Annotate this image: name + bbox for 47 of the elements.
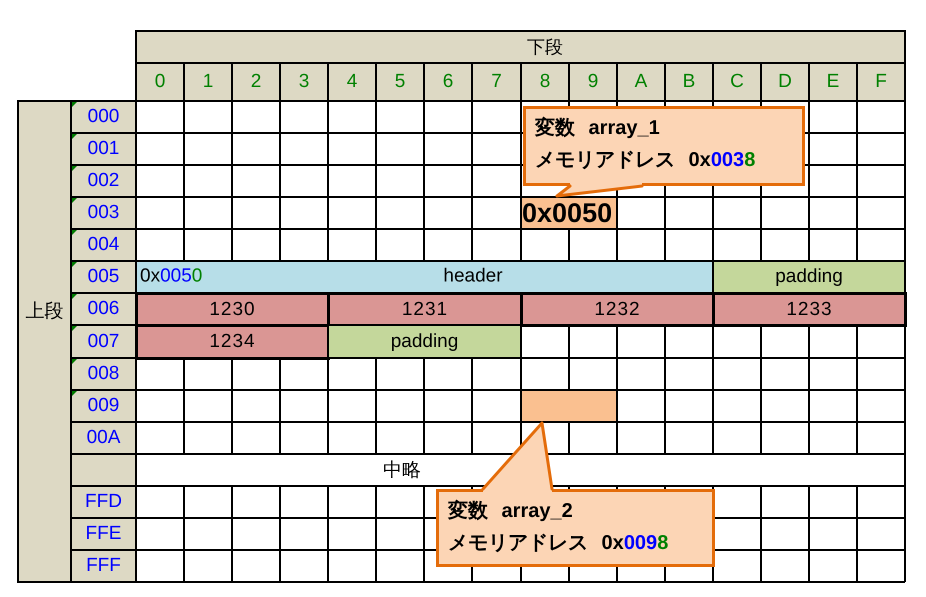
callout-text: 変数 array_2	[448, 499, 573, 523]
row-header: 005	[70, 260, 137, 294]
padding-block: padding	[712, 260, 906, 294]
row-header: 008	[70, 357, 137, 391]
address-text: 0x0050	[140, 266, 202, 288]
row-group-header: 上段	[17, 100, 72, 583]
column-header: 1	[183, 62, 233, 102]
column-header: 4	[327, 62, 377, 102]
column-header: 3	[279, 62, 329, 102]
row-header: 007	[70, 324, 137, 359]
row-header: FFF	[70, 549, 137, 583]
row-header: 001	[70, 132, 137, 166]
array-element-block: 1231	[327, 292, 523, 327]
column-header: 5	[375, 62, 425, 102]
column-header: E	[808, 62, 858, 102]
highlighted-cell: 0x0050	[520, 196, 618, 230]
column-header: D	[760, 62, 810, 102]
header-block	[135, 260, 714, 294]
array-element-block: 1230	[135, 292, 330, 327]
padding-block: padding	[327, 324, 522, 359]
column-header: C	[712, 62, 762, 102]
column-header: A	[616, 62, 666, 102]
column-header: 2	[231, 62, 281, 102]
row-header: 006	[70, 292, 137, 326]
column-header: 8	[520, 62, 570, 102]
field-label: header	[443, 266, 503, 288]
row-header: 000	[70, 100, 137, 134]
row-header: 009	[70, 389, 137, 423]
column-group-header: 下段	[135, 30, 906, 64]
row-header: 002	[70, 164, 137, 198]
column-header: 0	[135, 62, 185, 102]
callout-text: メモリアドレス 0x0038	[535, 148, 756, 172]
highlighted-cell	[520, 389, 618, 423]
array-element-block: 1234	[135, 324, 330, 360]
row-header: 004	[70, 228, 137, 262]
column-header: F	[856, 62, 906, 102]
callout-text: 変数 array_1	[535, 116, 660, 140]
column-header: 6	[423, 62, 473, 102]
row-header: FFE	[70, 517, 137, 551]
callout-text: メモリアドレス 0x0098	[448, 531, 668, 555]
column-header: 7	[471, 62, 522, 102]
array-element-block: 1232	[520, 292, 715, 327]
row-header: 00A	[70, 421, 137, 455]
row-header: 003	[70, 196, 137, 230]
array-element-block: 1233	[712, 292, 907, 327]
column-header: 9	[568, 62, 618, 102]
column-header: B	[664, 62, 714, 102]
